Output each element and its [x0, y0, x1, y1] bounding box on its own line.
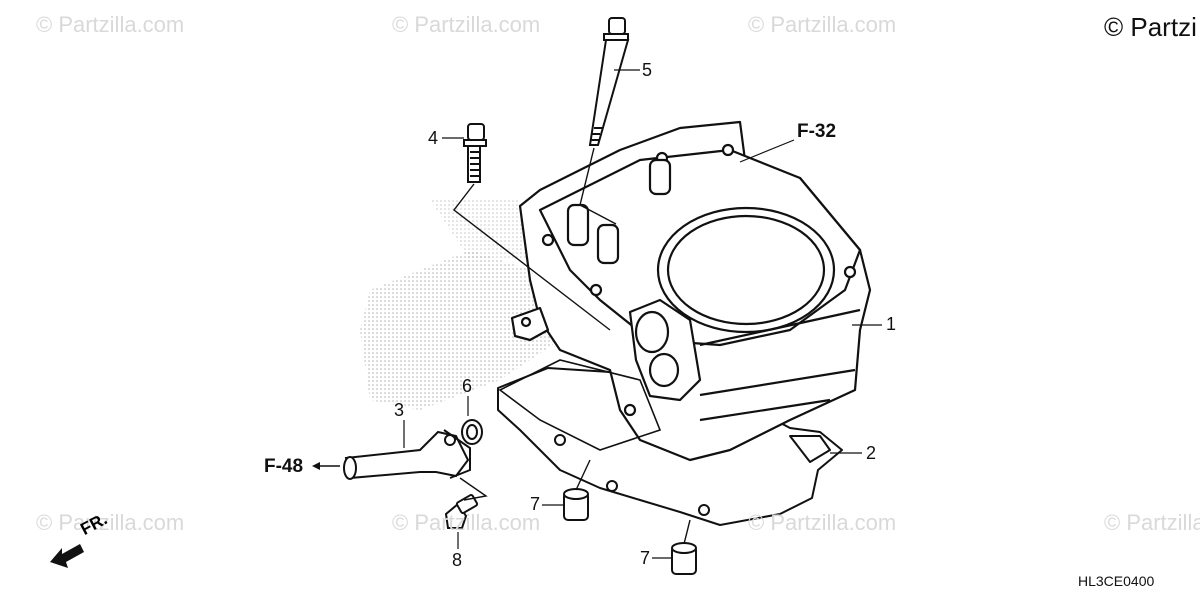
cylinder-block[interactable]: [510, 120, 872, 462]
callout-2[interactable]: 2: [866, 443, 877, 463]
callout-8[interactable]: 8: [452, 550, 463, 570]
callout-6[interactable]: 6: [462, 376, 473, 396]
callout-7[interactable]: 7: [640, 548, 651, 568]
reference-f48[interactable]: F-48: [264, 456, 304, 477]
leader-4: [453, 183, 611, 331]
leader-8-to-pipe: [459, 477, 488, 501]
o-ring-6[interactable]: [461, 419, 483, 445]
watermark: © Partzilla.com: [392, 12, 541, 37]
callout-leaders: [403, 69, 882, 559]
leader-7a-up: [575, 459, 591, 491]
leader-5: [579, 147, 617, 225]
dowel-pin-7a[interactable]: [563, 488, 589, 521]
stud-bolt-5[interactable]: [588, 17, 630, 146]
base-plate-outline: [498, 359, 662, 451]
diagram-code: HL3CE0400: [1078, 573, 1155, 589]
callout-7[interactable]: 7: [530, 494, 541, 514]
callout-5[interactable]: 5: [642, 60, 653, 80]
callout-3[interactable]: 3: [394, 400, 405, 420]
callout-4[interactable]: 4: [428, 128, 439, 148]
flange-bolt-8[interactable]: [444, 494, 479, 529]
dowel-pin-7b[interactable]: [671, 542, 697, 575]
watermark: © Partzilla.com: [392, 510, 541, 535]
watermark: © Partzilla.com: [748, 12, 897, 37]
leader-7b-up: [683, 519, 691, 545]
bolt-4[interactable]: [463, 123, 487, 183]
watermark: © Partzilla.com: [1104, 510, 1200, 535]
ghost-crankcase-shading: [360, 200, 560, 410]
callout-1[interactable]: 1: [886, 314, 897, 334]
watermark: © Partzilla.com: [36, 12, 185, 37]
f48-arrow: [312, 462, 340, 470]
reference-f32[interactable]: F-32: [797, 121, 837, 142]
water-pipe-3[interactable]: [343, 429, 471, 480]
front-arrow-icon: [50, 544, 84, 568]
watermark: © Partzilla.com: [748, 510, 897, 535]
copyright-notice: © Partzi: [1104, 12, 1197, 42]
watermark: © Partzilla.com: [36, 510, 185, 535]
